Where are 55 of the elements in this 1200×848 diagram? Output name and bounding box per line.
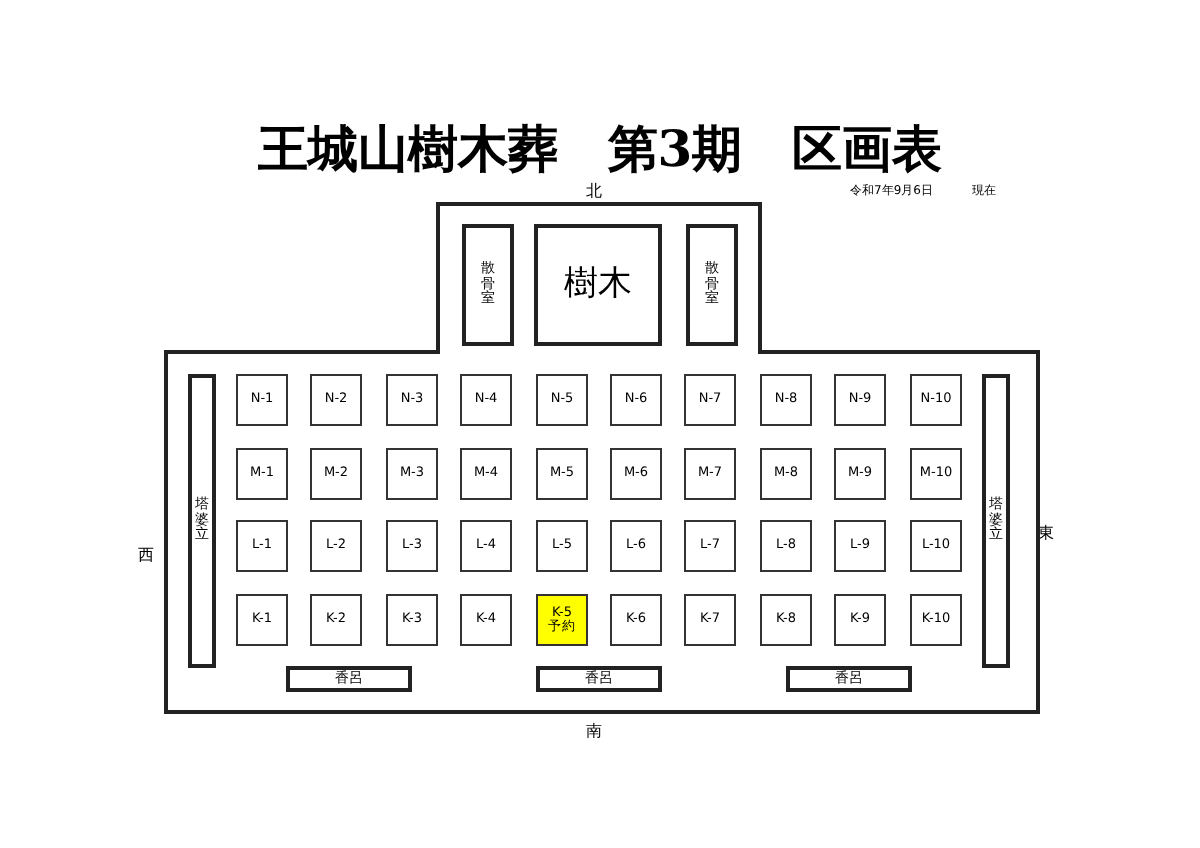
plot-box bbox=[536, 520, 588, 572]
plot-box bbox=[310, 594, 362, 646]
site-outline bbox=[164, 202, 1040, 714]
plot-box bbox=[910, 448, 962, 500]
plot-box bbox=[684, 374, 736, 426]
plot-box bbox=[460, 448, 512, 500]
plot-box bbox=[386, 520, 438, 572]
compass-label: 北 bbox=[586, 180, 602, 204]
plot-box bbox=[236, 520, 288, 572]
plot-box bbox=[684, 520, 736, 572]
plot-box bbox=[310, 448, 362, 500]
plot-box bbox=[536, 448, 588, 500]
incense-stand-box bbox=[286, 666, 412, 692]
plot-box bbox=[760, 594, 812, 646]
plot-box bbox=[760, 448, 812, 500]
compass-label: 西 bbox=[138, 544, 154, 568]
plot-box bbox=[684, 594, 736, 646]
plot-box bbox=[310, 520, 362, 572]
plot-box bbox=[536, 374, 588, 426]
plot-box bbox=[834, 520, 886, 572]
plot-box bbox=[460, 374, 512, 426]
compass-label: 東 bbox=[1038, 522, 1054, 546]
plot-box bbox=[610, 594, 662, 646]
plot-box bbox=[536, 594, 588, 646]
plot-box bbox=[910, 520, 962, 572]
plot-label: 樹木 bbox=[564, 261, 632, 308]
room-box bbox=[462, 224, 514, 346]
plot-box bbox=[460, 520, 512, 572]
plot-box bbox=[236, 374, 288, 426]
title: 王城山樹木葬 第3期 区画表 bbox=[255, 118, 945, 182]
room-box bbox=[686, 224, 738, 346]
incense-stand-box bbox=[786, 666, 912, 692]
plot-box bbox=[310, 374, 362, 426]
incense-stand-box bbox=[536, 666, 662, 692]
plot-box bbox=[834, 594, 886, 646]
plot-box bbox=[610, 448, 662, 500]
plot-box bbox=[236, 448, 288, 500]
plot-box bbox=[386, 594, 438, 646]
plot-box bbox=[610, 374, 662, 426]
plot-box bbox=[386, 374, 438, 426]
plot-box bbox=[910, 374, 962, 426]
plot-box bbox=[834, 374, 886, 426]
plot-box bbox=[760, 374, 812, 426]
compass-label: 南 bbox=[586, 720, 602, 744]
plot-box bbox=[760, 520, 812, 572]
room-box bbox=[188, 374, 216, 668]
tree-box bbox=[534, 224, 662, 346]
plot-box bbox=[460, 594, 512, 646]
plot-box bbox=[684, 448, 736, 500]
plot-box bbox=[236, 594, 288, 646]
plot-box bbox=[910, 594, 962, 646]
plot-box bbox=[610, 520, 662, 572]
plot-box bbox=[834, 448, 886, 500]
room-box bbox=[982, 374, 1010, 668]
plot-box bbox=[386, 448, 438, 500]
